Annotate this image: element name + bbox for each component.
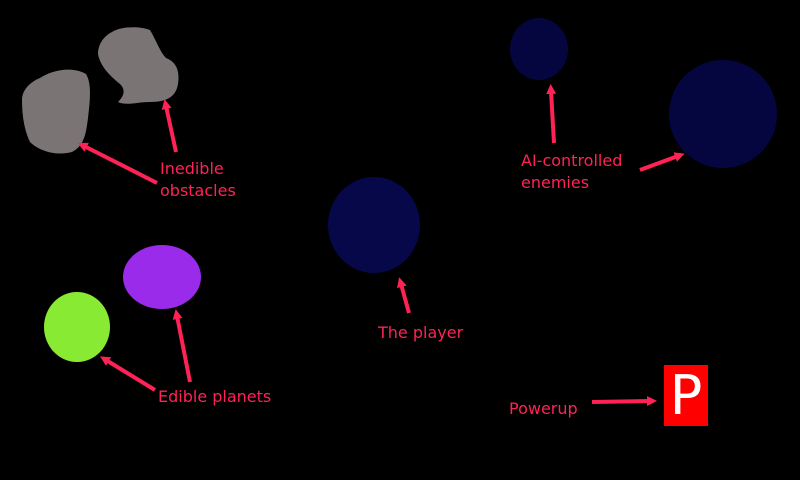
label-obstacles-line2: obstacles xyxy=(160,181,236,200)
arrow-enemy-large xyxy=(639,152,685,172)
arrow-planet-purple xyxy=(172,309,192,383)
arrow-obstacles-left xyxy=(77,142,158,185)
label-enemies-line1: AI-controlled xyxy=(521,151,623,170)
label-the-player: The player xyxy=(378,323,464,342)
label-obstacles-line1: Inedible xyxy=(160,159,224,178)
label-enemies-line2: enemies xyxy=(521,173,590,192)
arrow-obstacles-right xyxy=(161,99,178,153)
label-powerup: Powerup xyxy=(509,399,578,418)
enemy-large xyxy=(669,60,777,168)
label-inedible-obstacles: Inedible obstacles xyxy=(160,158,236,202)
label-ai-enemies: AI-controlled enemies xyxy=(521,150,622,194)
arrow-player xyxy=(396,277,411,314)
arrow-enemy-small xyxy=(546,84,557,144)
obstacle-rock-left xyxy=(22,69,90,154)
powerup-item: P xyxy=(664,365,708,426)
powerup-letter: P xyxy=(669,364,703,427)
label-edible-planets: Edible planets xyxy=(158,387,272,406)
obstacle-rock-right xyxy=(98,27,179,104)
planet-green xyxy=(44,292,110,362)
arrow-powerup xyxy=(591,396,657,407)
planet-purple xyxy=(123,245,201,309)
player-ship xyxy=(328,177,420,273)
arrow-planet-green xyxy=(100,356,157,392)
enemy-small xyxy=(510,18,568,80)
